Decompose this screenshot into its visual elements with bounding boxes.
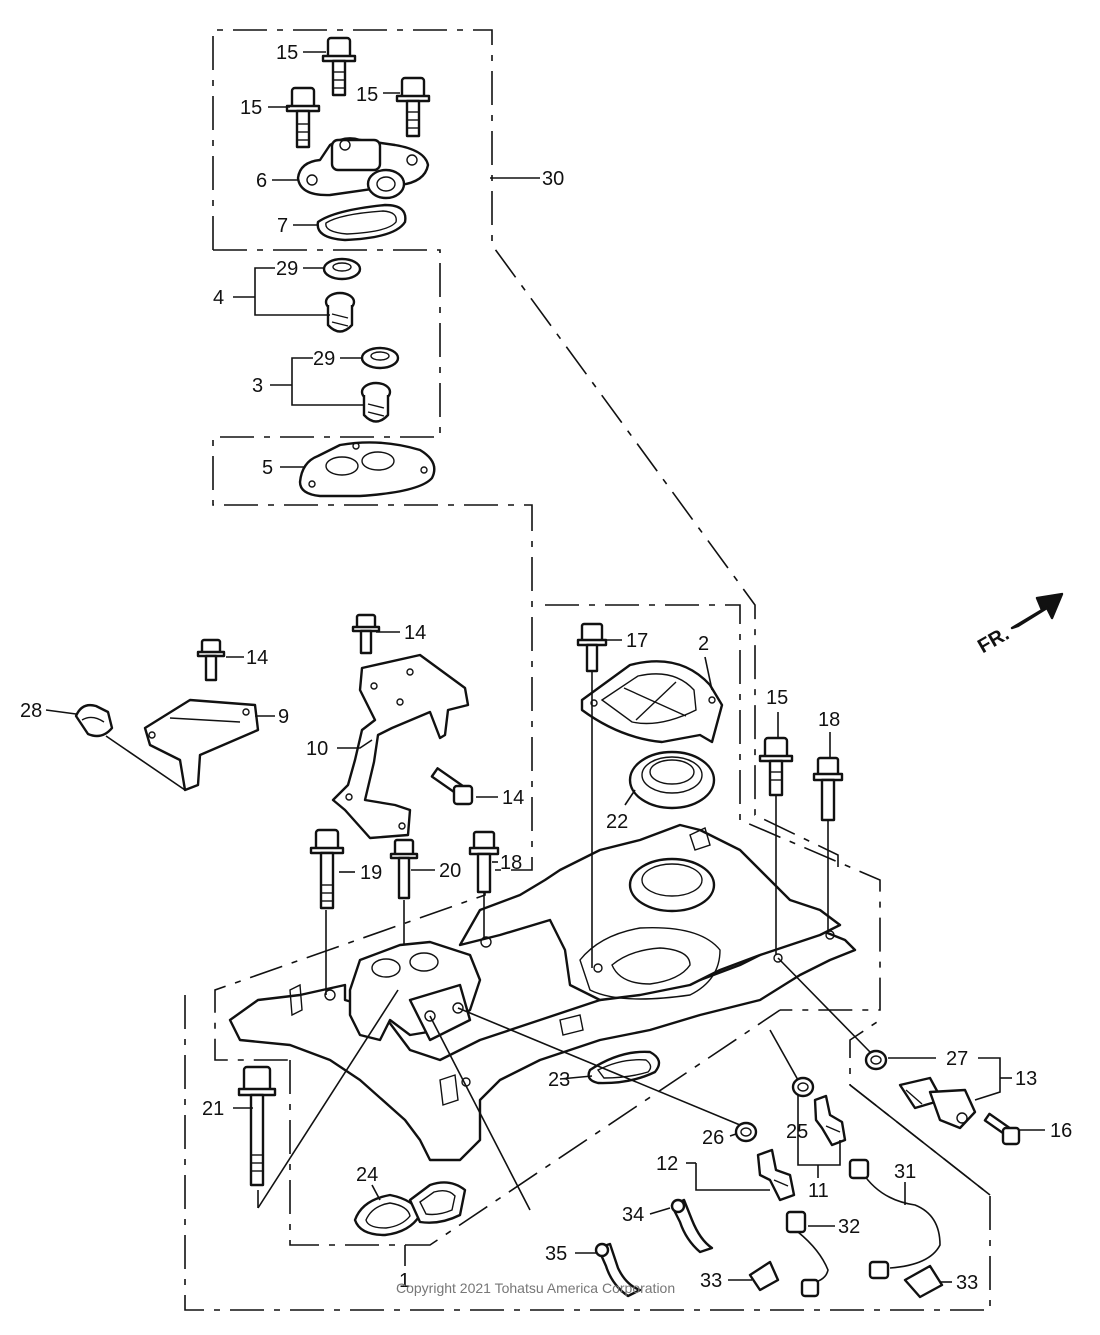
label-14: 14 [404,622,426,644]
label-13: 13 [1015,1068,1037,1090]
bracket-9 [143,698,260,792]
front-direction-arrow [1010,592,1064,630]
bolt-14-top [351,613,381,655]
label-14: 14 [246,647,268,669]
sensor-12 [756,1148,796,1202]
label-32: 32 [838,1216,860,1238]
part-labels: 15 15 15 6 7 30 29 4 29 3 5 28 9 14 14 1… [20,42,1072,1294]
label-22: 22 [606,811,628,833]
bolt-16 [983,1112,1021,1146]
label-18: 18 [818,709,840,731]
label-5: 5 [262,457,273,479]
bolt-14-side [430,767,474,806]
gasket-5 [298,441,436,498]
label-7: 7 [277,215,288,237]
label-31: 31 [894,1161,916,1183]
seal-22 [628,750,716,810]
clamp-28 [74,703,114,738]
label-23: 23 [548,1069,570,1091]
label-1: 1 [399,1270,410,1292]
label-34: 34 [622,1204,644,1226]
label-6: 6 [256,170,267,192]
bolt-15-top [321,36,357,97]
label-10: 10 [306,738,328,760]
ring-25 [791,1076,815,1098]
label-15: 15 [356,84,378,106]
label-29: 29 [313,348,335,370]
thermostat-4 [324,291,356,333]
label-29: 29 [276,258,298,280]
label-19: 19 [360,862,382,884]
label-35: 35 [545,1243,567,1265]
cover-2 [580,660,724,744]
label-30: 30 [542,168,564,190]
gasket-23 [587,1050,661,1085]
bolt-18-left [468,830,500,894]
ring-26 [734,1121,758,1143]
front-marker: FR. [974,623,1013,658]
label-12: 12 [656,1153,678,1175]
label-17: 17 [626,630,648,652]
label-15: 15 [766,687,788,709]
label-15: 15 [276,42,298,64]
label-24: 24 [356,1164,378,1186]
label-15: 15 [240,97,262,119]
group-outline-30 [212,29,839,870]
label-21: 21 [202,1098,224,1120]
label-27: 27 [946,1048,968,1070]
sensor-11 [813,1094,847,1147]
label-9: 9 [278,706,289,728]
gasket-24 [353,1181,467,1237]
label-18: 18 [500,852,522,874]
bolt-15-lower [758,736,794,797]
bolt-20 [389,838,419,900]
sensor-13 [898,1076,977,1130]
thermostat-3 [360,381,392,423]
group-outline-thermostat [212,249,533,1061]
harness-31 [848,1158,941,1280]
bolt-15-right [395,76,431,138]
seal-29-lower [360,346,400,370]
band-35 [594,1242,642,1298]
label-28: 28 [20,700,42,722]
label-4: 4 [213,287,224,309]
group-outline-2 [545,604,881,1011]
thermostat-cover-6 [296,137,430,200]
leader-lines [45,51,1045,1283]
bolt-18-right [812,756,844,822]
bracket-10 [331,653,470,840]
gasket-7 [316,203,407,242]
label-16: 16 [1050,1120,1072,1142]
bolt-19 [309,828,345,910]
band-34 [670,1198,714,1254]
seal-29-upper [322,257,362,281]
bolt-17 [576,622,608,673]
copyright-notice: Copyright 2021 Tohatsu America Corporati… [396,1280,675,1296]
housing-1 [228,823,857,1162]
label-11: 11 [808,1180,829,1202]
label-33: 33 [956,1272,978,1294]
group-outline-inner [289,1009,781,1246]
clip-33-right [903,1264,944,1299]
harness-32 [785,1210,829,1298]
label-2: 2 [698,633,709,655]
clip-33-left [748,1260,780,1292]
label-26: 26 [702,1127,724,1149]
o-ring-27 [864,1049,888,1071]
group-outline-1 [184,995,991,1311]
label-3: 3 [252,375,263,397]
label-33: 33 [700,1270,722,1292]
bolt-15-left [285,86,321,149]
bolt-21 [237,1065,277,1187]
bolt-14-bracket9 [196,638,226,682]
label-25: 25 [786,1121,808,1143]
label-14: 14 [502,787,524,809]
label-20: 20 [439,860,461,882]
